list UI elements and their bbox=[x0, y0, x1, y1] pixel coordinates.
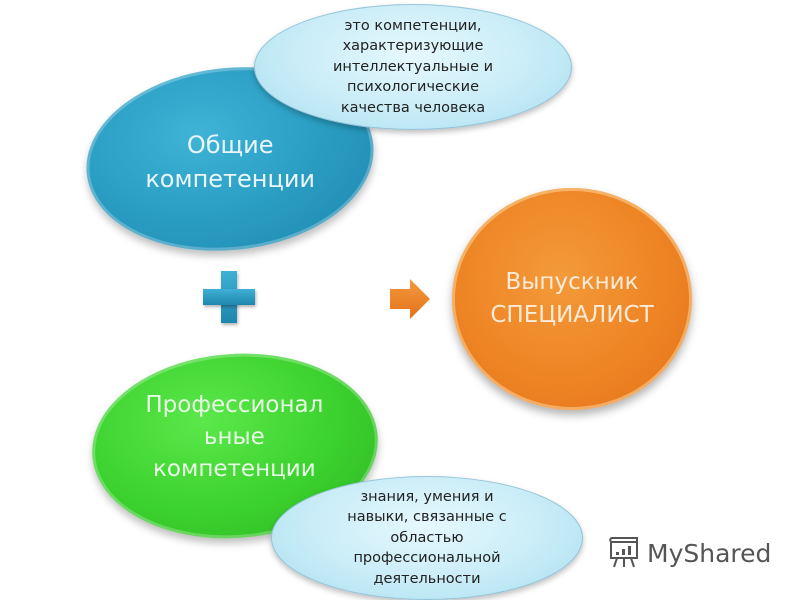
callout-line: психологические bbox=[346, 79, 480, 96]
myshared-watermark: MyShared bbox=[607, 536, 771, 570]
general-competencies-label-1: Общие bbox=[186, 130, 274, 159]
presentation-board-icon bbox=[609, 537, 638, 568]
callout-line: качества человека bbox=[340, 99, 486, 116]
callout-line: профессиональной bbox=[353, 550, 501, 567]
professional-competencies-label-2: ьные bbox=[203, 424, 265, 451]
result-label-1: Выпускник bbox=[505, 269, 639, 295]
general-competencies-label-2: компетенции bbox=[145, 164, 316, 193]
callout-line: областью bbox=[390, 529, 464, 546]
callout-line: характеризующие bbox=[342, 38, 484, 55]
general-competencies-callout: это компетенции, характеризующие интелле… bbox=[254, 4, 572, 130]
callout-line: деятельности bbox=[373, 570, 481, 587]
plus-icon bbox=[203, 271, 255, 323]
graduate-specialist-node: Выпускник СПЕЦИАЛИСТ bbox=[452, 188, 692, 410]
watermark-text: MyShared bbox=[647, 538, 772, 568]
callout-line: это компетенции, bbox=[344, 17, 482, 34]
callout-line: навыки, связанные с bbox=[347, 509, 507, 526]
callout-line: знания, умения и bbox=[360, 488, 494, 505]
arrow-right-icon bbox=[390, 279, 430, 319]
professional-competencies-callout: знания, умения и навыки, связанные с обл… bbox=[271, 476, 583, 600]
professional-competencies-label-1: Профессионал bbox=[145, 392, 324, 419]
callout-line: интеллектуальные и bbox=[332, 58, 494, 75]
result-label-2: СПЕЦИАЛИСТ bbox=[490, 302, 654, 328]
professional-competencies-label-3: компетенции bbox=[153, 456, 316, 483]
